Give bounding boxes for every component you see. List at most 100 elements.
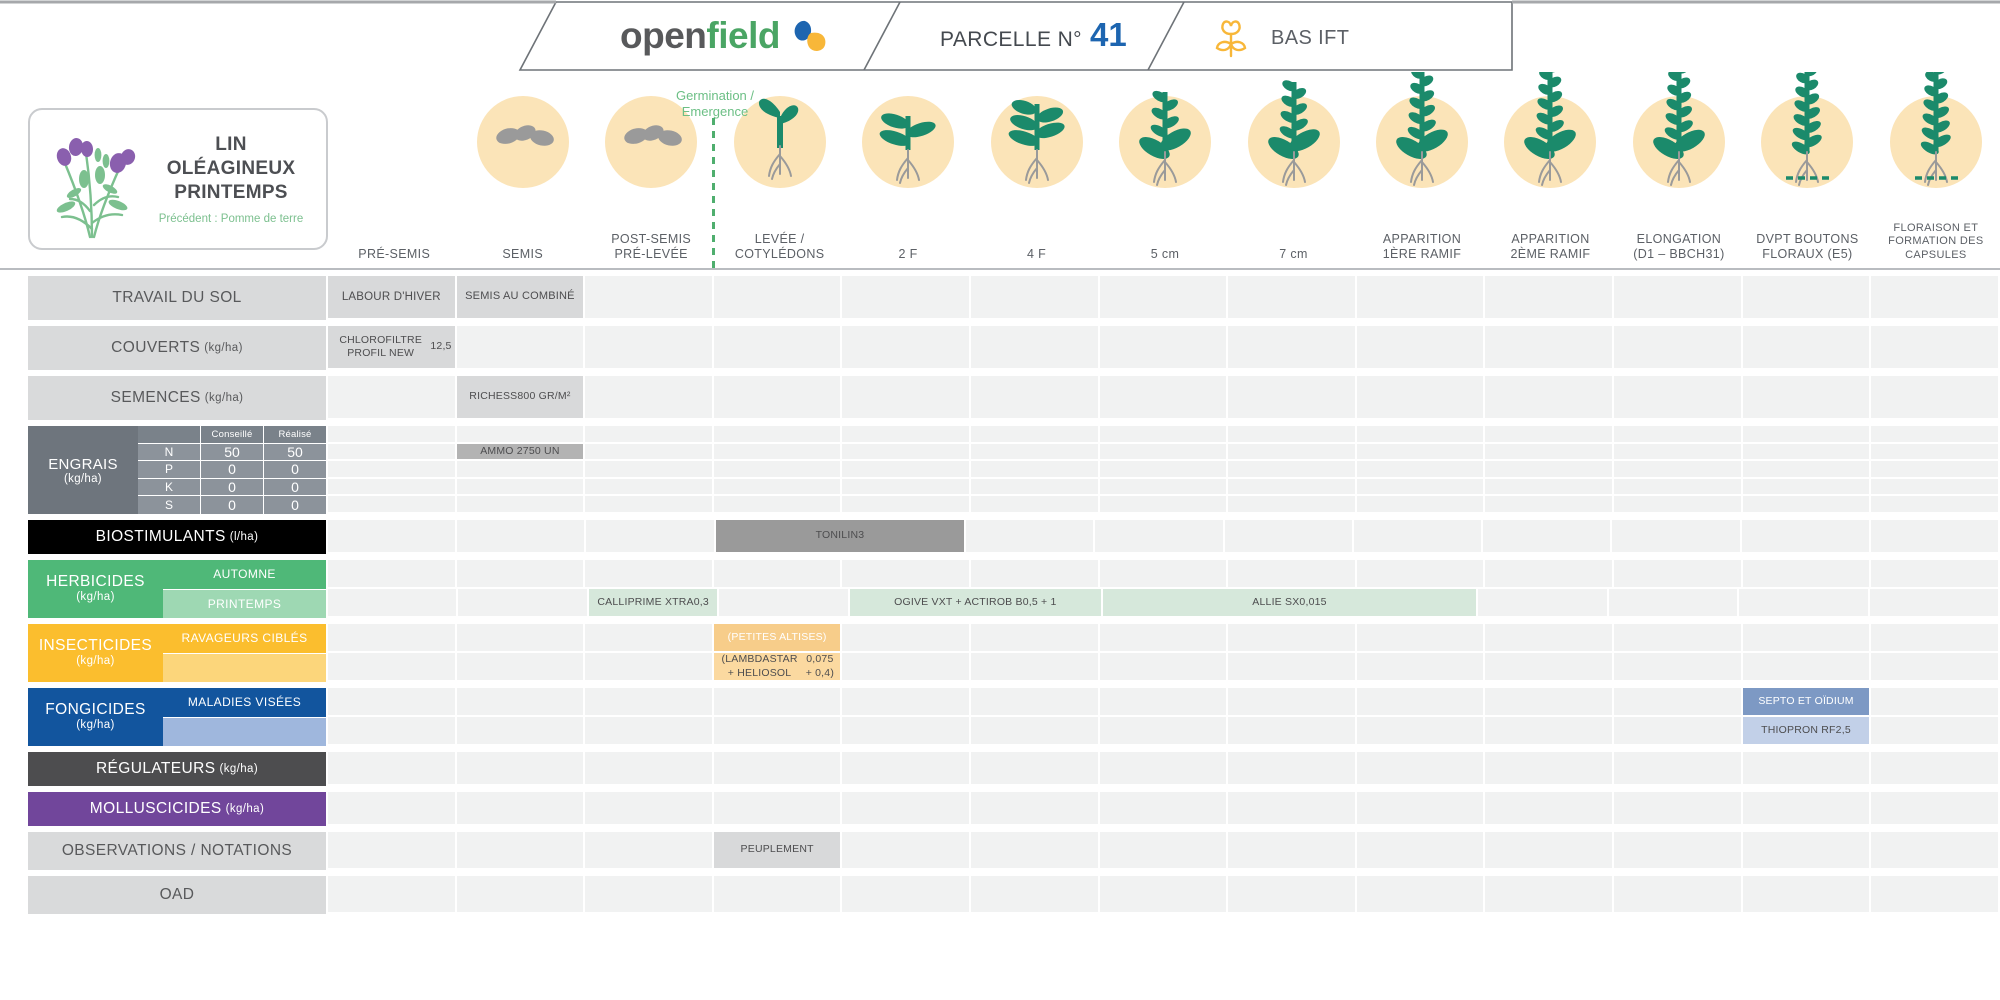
- empty-cell[interactable]: [713, 443, 843, 462]
- empty-cell[interactable]: [1614, 653, 1743, 682]
- empty-cell[interactable]: [1742, 478, 1872, 497]
- empty-cell[interactable]: [966, 520, 1096, 554]
- empty-cell[interactable]: [842, 876, 972, 914]
- empty-cell[interactable]: [1871, 717, 2000, 746]
- empty-cell[interactable]: [1742, 560, 1872, 589]
- empty-cell[interactable]: [1485, 876, 1615, 914]
- empty-cell[interactable]: [1871, 688, 2000, 717]
- empty-cell[interactable]: [585, 688, 714, 717]
- empty-cell[interactable]: [1099, 792, 1229, 826]
- empty-cell[interactable]: [585, 876, 714, 914]
- empty-cell[interactable]: [1356, 496, 1486, 514]
- empty-cell[interactable]: [1356, 326, 1486, 370]
- engrais-conseille[interactable]: 0: [201, 478, 264, 497]
- empty-cell[interactable]: [456, 717, 586, 746]
- empty-cell[interactable]: [971, 478, 1100, 497]
- empty-cell[interactable]: [1228, 426, 1357, 444]
- empty-cell[interactable]: [971, 832, 1100, 870]
- row-label-fongicides[interactable]: FONGICIDES(kg/ha) MALADIES VISÉES: [28, 688, 328, 746]
- empty-cell[interactable]: [842, 426, 972, 444]
- empty-cell[interactable]: [713, 792, 843, 826]
- empty-cell[interactable]: [713, 688, 843, 717]
- empty-cell[interactable]: [713, 876, 843, 914]
- empty-cell[interactable]: [1742, 792, 1872, 826]
- empty-cell[interactable]: [1614, 832, 1743, 870]
- row-sublabel[interactable]: PRINTEMPS: [163, 588, 326, 618]
- empty-cell[interactable]: [842, 653, 972, 682]
- empty-cell[interactable]: [456, 496, 586, 514]
- empty-cell[interactable]: [1614, 792, 1743, 826]
- empty-cell[interactable]: [1095, 520, 1225, 554]
- empty-cell[interactable]: [328, 560, 457, 589]
- empty-cell[interactable]: [456, 560, 586, 589]
- stage-lev-e-cotyl-dons[interactable]: LEVÉE /COTYLÉDONS: [715, 88, 843, 268]
- empty-cell[interactable]: [1614, 376, 1743, 420]
- empty-cell[interactable]: [1356, 443, 1486, 462]
- empty-cell[interactable]: [1356, 276, 1486, 320]
- empty-cell[interactable]: [585, 496, 714, 514]
- empty-cell[interactable]: [971, 653, 1100, 682]
- empty-cell[interactable]: [1356, 752, 1486, 786]
- empty-cell[interactable]: [842, 276, 972, 320]
- empty-cell[interactable]: [585, 426, 714, 444]
- empty-cell[interactable]: [1485, 624, 1615, 653]
- engrais-realise[interactable]: 50: [264, 443, 326, 462]
- empty-cell[interactable]: [971, 792, 1100, 826]
- empty-cell[interactable]: [1614, 560, 1743, 589]
- empty-cell[interactable]: [1742, 624, 1872, 653]
- empty-cell[interactable]: [713, 496, 843, 514]
- engrais-conseille[interactable]: 0: [201, 496, 264, 514]
- empty-cell[interactable]: [328, 832, 457, 870]
- empty-cell[interactable]: [1228, 717, 1357, 746]
- empty-cell[interactable]: [456, 876, 586, 914]
- empty-cell[interactable]: [1485, 752, 1615, 786]
- empty-cell[interactable]: [1356, 832, 1486, 870]
- empty-cell[interactable]: [1099, 461, 1229, 479]
- empty-cell[interactable]: [1614, 461, 1743, 479]
- empty-cell[interactable]: [1608, 589, 1740, 618]
- empty-cell[interactable]: [458, 589, 589, 618]
- empty-cell[interactable]: [1485, 276, 1615, 320]
- empty-cell[interactable]: [1614, 752, 1743, 786]
- empty-cell[interactable]: [713, 376, 843, 420]
- empty-cell[interactable]: [842, 478, 972, 497]
- empty-cell[interactable]: [328, 461, 457, 479]
- empty-cell[interactable]: [1614, 478, 1743, 497]
- empty-cell[interactable]: [585, 276, 714, 320]
- empty-cell[interactable]: [971, 752, 1100, 786]
- empty-cell[interactable]: [1099, 426, 1229, 444]
- empty-cell[interactable]: [1099, 876, 1229, 914]
- activity-cell[interactable]: SEMIS AU COMBINÉ: [456, 276, 586, 320]
- empty-cell[interactable]: [1228, 653, 1357, 682]
- empty-cell[interactable]: [1614, 326, 1743, 370]
- empty-cell[interactable]: [842, 461, 972, 479]
- empty-cell[interactable]: [328, 653, 457, 682]
- empty-cell[interactable]: [713, 326, 843, 370]
- empty-cell[interactable]: [1742, 443, 1872, 462]
- empty-cell[interactable]: [457, 520, 587, 554]
- empty-cell[interactable]: [971, 376, 1100, 420]
- row-sublabel[interactable]: [163, 716, 326, 746]
- empty-cell[interactable]: [842, 717, 972, 746]
- activity-cell[interactable]: (PETITES ALTISES): [713, 624, 843, 653]
- row-label-molluscicides[interactable]: MOLLUSCICIDES(kg/ha): [28, 792, 328, 826]
- empty-cell[interactable]: [842, 624, 972, 653]
- empty-cell[interactable]: [1614, 443, 1743, 462]
- empty-cell[interactable]: [1356, 876, 1486, 914]
- empty-cell[interactable]: [1871, 752, 2000, 786]
- empty-cell[interactable]: [328, 717, 457, 746]
- row-label-regulateurs[interactable]: RÉGULATEURS(kg/ha): [28, 752, 328, 786]
- engrais-conseille[interactable]: 0: [201, 461, 264, 479]
- empty-cell[interactable]: [971, 876, 1100, 914]
- empty-cell[interactable]: [1614, 496, 1743, 514]
- empty-cell[interactable]: [585, 478, 714, 497]
- empty-cell[interactable]: [585, 326, 714, 370]
- empty-cell[interactable]: [328, 792, 457, 826]
- empty-cell[interactable]: [1742, 461, 1872, 479]
